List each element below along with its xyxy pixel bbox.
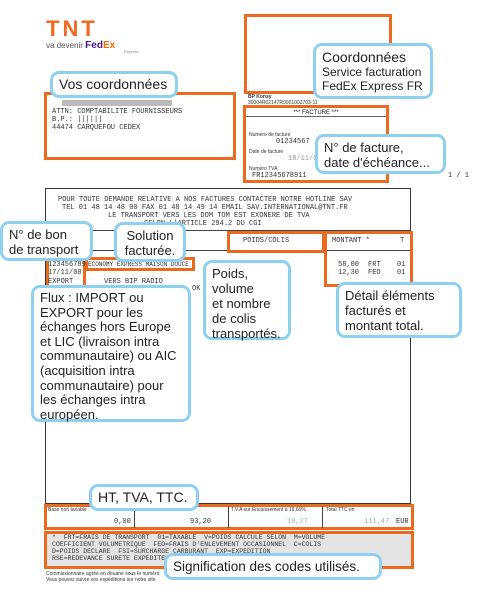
sender-line-1: BP Konsy — [248, 94, 272, 100]
callout-details: Détail éléments facturés et montant tota… — [336, 282, 462, 338]
ship-date: 17/11/08 — [48, 269, 82, 277]
taxable-value: 93,20 — [190, 518, 212, 526]
sender-line-2: 30004R02147R0001002703-11 — [248, 100, 318, 106]
tnt-logo-word: TNT — [46, 16, 98, 41]
callout-weight-line1: Poids, — [212, 266, 249, 281]
weight-column-box — [227, 231, 325, 253]
callout-billing-service: Coordonnées Service facturation FedEx Ex… — [313, 43, 433, 99]
callout-codes: Signification des codes utilisés. — [164, 553, 382, 580]
callout-service-line1: Solution — [126, 228, 174, 243]
fedex-ex: Ex — [102, 40, 116, 51]
callout-flow-line1: Flux : IMPORT ou — [40, 290, 144, 305]
footer-line-1: Commissionnaire agréé en douane sous le … — [46, 571, 160, 577]
address-line-1: ATTN: COMPTABILITE FOURNISSEURS — [52, 108, 183, 116]
page-number: 1 / 1 — [448, 172, 470, 180]
callout-details-line3: montant total. — [345, 318, 424, 333]
tagline-prefix: va devenir — [46, 41, 83, 50]
tva-label: T.V.A sur Encaissement à 19,60% — [231, 507, 306, 513]
callout-details-line2: facturés et — [345, 303, 406, 318]
callout-flow-line7: communautaire) pour — [40, 377, 164, 393]
callout-your-details-text: Vos coordonnées — [59, 76, 168, 92]
callout-flow-line3: échanges hors Europe — [40, 319, 171, 335]
footer-line-2: Vous pouvez suivre vos expéditions sur n… — [46, 577, 156, 583]
invoice-date-label: Date de facture — [249, 149, 284, 155]
row1-amount: 58,00 — [338, 261, 360, 269]
invoice-number-label: Numéro de facture — [249, 132, 291, 138]
vat-label: Numéro TVA — [249, 166, 278, 172]
notice-line-3: LE TRANSPORT VERS LES DOM TOM EST EXONER… — [108, 212, 310, 220]
callout-service-line2: facturée. — [124, 243, 176, 258]
codes-line-4: RSE=REDEVANCE SURETE EXPEDITEUR — [52, 555, 173, 562]
col-t-header: T — [400, 237, 405, 245]
row1-t: 01 — [397, 261, 406, 269]
fedex-tagline: va devenir FedEx Express — [46, 40, 138, 54]
totals-sep-3 — [322, 506, 323, 528]
callout-invoice-line2: date d'échéance... — [324, 155, 430, 170]
callout-weight-line4: de colis — [212, 311, 257, 326]
address-line-2: B.P.: |||||| — [52, 116, 103, 124]
base-label: Base non taxable — [48, 507, 87, 513]
consignment-number: 123456789 — [48, 261, 86, 269]
tnt-logo: TNT va devenir FedEx Express — [46, 16, 138, 54]
callout-consignment-line1: N° de bon — [9, 227, 67, 242]
codes-line-3: D=POIDS DECLARE FSI=SURCHARGE CARBURANT … — [52, 548, 271, 555]
callout-flow-line8: les échanges intra — [40, 392, 146, 408]
callout-weight-line2: volume — [212, 281, 254, 296]
notice-line-2: TEL 01 48 14 48 00 FAX 01 48 14 49 14 EM… — [62, 204, 348, 212]
totals-sep-2 — [228, 506, 229, 528]
callout-details-line1: Détail éléments — [345, 288, 435, 303]
callout-billing-title: Coordonnées — [322, 49, 407, 65]
currency: EUR — [396, 518, 409, 526]
redacted-name — [62, 100, 172, 106]
invoice-date: 18/11/08 — [288, 155, 322, 163]
notice-line-1: POUR TOUTE DEMANDE RELATIVE A NOS FACTUR… — [58, 196, 353, 204]
destination: VERS BIP RADIO — [104, 278, 163, 286]
callout-invoice-number: N° de facture, date d'échéance... — [315, 134, 446, 174]
callout-weight-line5: transportés. — [212, 326, 281, 341]
callout-flow: Flux : IMPORT ou EXPORT pour les échange… — [31, 285, 191, 422]
callout-flow-line5: communautaire) ou AIC — [40, 348, 177, 364]
callout-flow-line4: et LIC (livraison intra — [40, 333, 160, 349]
status-ok: OK — [192, 285, 201, 293]
callout-consignment: N° de bon de transport — [0, 221, 93, 261]
callout-weight-line3: et nombre — [212, 296, 271, 311]
codes-line-2: COEFFICIENT VOLUMETRIQUE FEO=FRAIS D'ENL… — [52, 541, 322, 548]
row2-amount: 12,30 — [338, 269, 360, 277]
base-value: 0,00 — [114, 518, 131, 526]
totals-box — [44, 504, 414, 530]
total-value: 111,47 — [364, 518, 390, 526]
callout-weight: Poids, volume et nombre de colis transpo… — [203, 260, 291, 341]
row2-code: FEO — [368, 269, 381, 277]
callout-flow-line6: (acquisition intra — [40, 362, 135, 378]
vat-number: FR12345678911 — [252, 172, 307, 180]
fedex-sub: Express — [124, 49, 139, 54]
col-weight-header: POIDS/COLIS — [243, 237, 290, 245]
codes-line-1: * FRT=FRAIS DE TRANSPORT 01=TAXABLE V=PO… — [52, 534, 326, 541]
callout-invoice-line1: N° de facture, — [324, 140, 404, 155]
callout-billing-line1: Service facturation — [322, 65, 422, 79]
callout-billing-line2: FedEx Express FR — [322, 79, 423, 93]
invoice-title: *** FACTURE *** — [246, 110, 386, 117]
callout-flow-line9: européen. — [40, 406, 99, 422]
address-line-3: 44474 CARQUEFOU CEDEX — [52, 124, 141, 132]
callout-consignment-line2: de transport — [9, 242, 79, 257]
tva-value: 18,27 — [287, 518, 309, 526]
callout-flow-line2: EXPORT pour les — [40, 304, 143, 320]
invoice-number: 01234567 — [276, 138, 310, 146]
fedex-fed: Fed — [85, 40, 103, 51]
row1-code: FRT — [368, 261, 381, 269]
callout-totals: HT, TVA, TTC. — [89, 484, 199, 511]
callout-codes-text: Signification des codes utilisés. — [173, 559, 360, 574]
col-amount-header: MONTANT * — [332, 237, 370, 245]
total-label: Total TTC en — [326, 507, 355, 513]
row2-t: 01 — [397, 269, 406, 277]
table-top-rule — [46, 230, 410, 231]
totals-sep-1 — [134, 506, 135, 528]
service-name: ECONOMY EXPRESS MAISON DOUCE — [88, 261, 189, 268]
flow-type: EXPORT — [48, 278, 74, 286]
callout-your-details: Vos coordonnées — [50, 71, 178, 98]
callout-totals-text: HT, TVA, TTC. — [98, 489, 188, 505]
callout-service: Solution facturée. — [114, 222, 186, 262]
